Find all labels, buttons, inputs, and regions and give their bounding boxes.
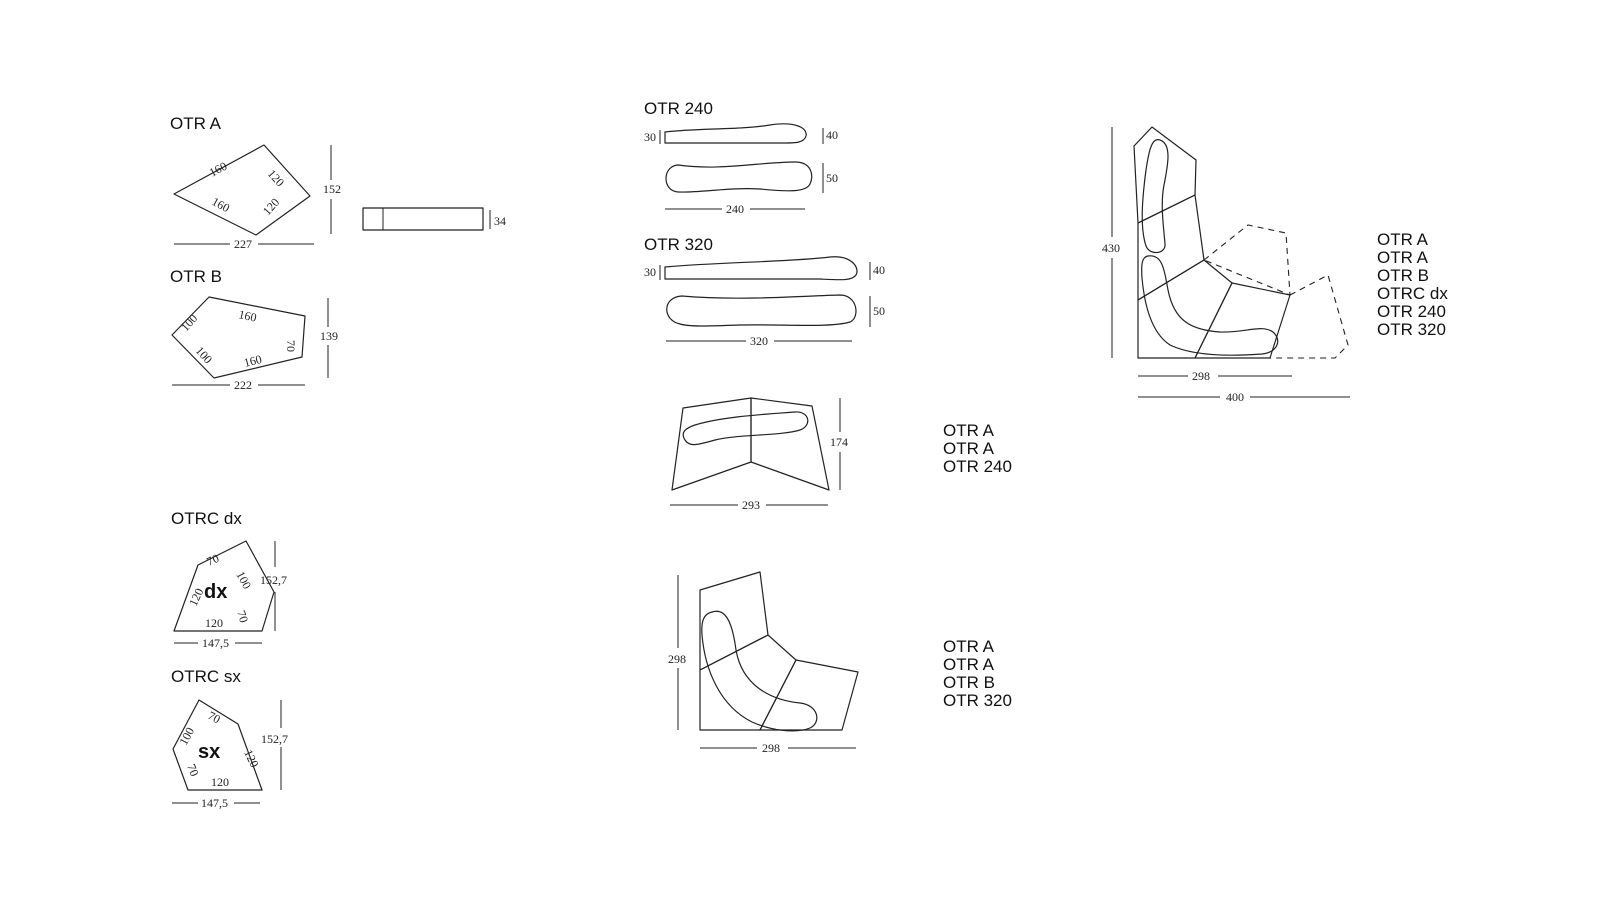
cushion-outline-icon [664,256,858,281]
side-dim: 70 [284,340,298,352]
side-dim: 120 [211,775,229,789]
composition-3: 430 298 400 OTR A OTR A OTR B OTRC dx OT… [1102,126,1448,404]
side-dim: 100 [176,725,197,747]
height-front-dim: 40 [826,128,838,142]
composition-item: OTR A [1377,230,1429,249]
composition-item: OTR B [1377,266,1429,285]
module-otrc-sx: OTRC sx sx 70 100 120 70 120 147,5 152,7 [171,667,288,810]
depth-dim: 298 [668,652,686,666]
height-front-dim: 40 [873,263,885,277]
cushion-outline-icon [682,411,809,446]
cushion-outline-icon [1141,255,1279,356]
module-outline-icon [759,659,859,731]
module-title: OTR 240 [644,99,713,118]
side-dim: 70 [204,551,221,569]
cushion-outline-icon [665,161,813,193]
side-dim: 70 [184,762,201,778]
width-dim: 298 [762,741,780,755]
composition-item: OTR A [943,439,995,458]
module-otr-320: OTR 320 30 40 50 320 [644,235,885,348]
width-dim: 147,5 [201,796,228,810]
composition-item: OTR 240 [1377,302,1446,321]
composition-item: OTR A [943,421,995,440]
depth-dim: 174 [830,435,848,449]
width-dim: 147,5 [202,636,229,650]
side-dim: 120 [205,616,223,630]
composition-item: OTR A [943,655,995,674]
width-dim: 227 [234,237,252,251]
module-outline-icon [699,571,769,671]
depth-dim: 152,7 [260,573,287,587]
side-dim: 120 [265,167,287,190]
depth-dim: 50 [873,304,885,318]
module-otrc-dx: OTRC dx dx 70 100 120 70 120 147,5 152,7 [171,509,287,650]
height-back-dim: 30 [644,265,656,279]
composition-item: OTR A [1377,248,1429,267]
side-dim: 100 [233,569,254,591]
width-dim: 293 [742,498,760,512]
corner-mark: dx [204,581,227,603]
module-outline-icon [1137,259,1233,359]
composition-item: OTR A [943,637,995,656]
side-dim: 120 [241,747,261,769]
side-dim: 120 [186,586,206,608]
module-outline-icon [750,397,830,491]
side-dim: 120 [260,195,282,218]
module-otr-a: OTR A 160 120 160 120 227 152 34 [170,114,506,251]
width-inner-dim: 298 [1192,369,1210,383]
module-title: OTR B [170,267,222,286]
module-outline-icon [171,296,306,379]
module-otr-b: OTR B 100 160 70 100 160 222 139 [170,267,338,392]
width-dim: 222 [234,378,252,392]
composition-item: OTRC dx [1377,284,1448,303]
module-outline-icon [173,144,311,236]
dashed-extension-icon [1270,274,1349,359]
side-dim: 100 [178,311,200,334]
depth-dim: 139 [320,329,338,343]
module-outline-icon [1133,126,1197,224]
side-dim: 70 [234,609,251,625]
height-back-dim: 30 [644,130,656,144]
cushion-outline-icon [701,610,818,732]
depth-dim: 152,7 [261,732,288,746]
depth-dim: 430 [1102,241,1120,255]
cushion-outline-icon [666,294,857,327]
composition-1: 293 174 OTR A OTR A OTR 240 [670,397,1012,512]
side-dim: 160 [242,352,263,370]
side-dim: 100 [193,344,215,367]
composition-item: OTR 240 [943,457,1012,476]
module-outline-icon [172,699,263,791]
module-otr-240: OTR 240 30 40 50 240 [644,99,838,216]
module-title: OTR A [170,114,222,133]
side-dim: 160 [237,307,258,324]
width-total-dim: 400 [1226,390,1244,404]
side-dim: 160 [207,159,229,180]
module-outline-icon [173,540,275,632]
dashed-extension-icon [1202,224,1291,296]
side-dim: 70 [206,708,223,726]
module-outline-icon [671,397,752,491]
width-dim: 320 [750,334,768,348]
cushion-outline-icon [1141,139,1169,254]
module-title: OTRC dx [171,509,242,528]
width-dim: 240 [726,202,744,216]
module-title: OTR 320 [644,235,713,254]
composition-item: OTR 320 [1377,320,1446,339]
depth-dim: 50 [826,171,838,185]
cushion-outline-icon [664,123,807,144]
composition-2: 298 298 OTR A OTR A OTR B OTR 320 [668,571,1012,755]
height-dim: 34 [494,214,506,228]
side-dim: 160 [210,194,232,215]
composition-item: OTR B [943,673,995,692]
composition-item: OTR 320 [943,691,1012,710]
module-title: OTRC sx [171,667,241,686]
module-elevation-icon [362,207,484,231]
module-outline-icon [1137,194,1205,301]
corner-mark: sx [198,741,220,763]
depth-dim: 152 [323,182,341,196]
